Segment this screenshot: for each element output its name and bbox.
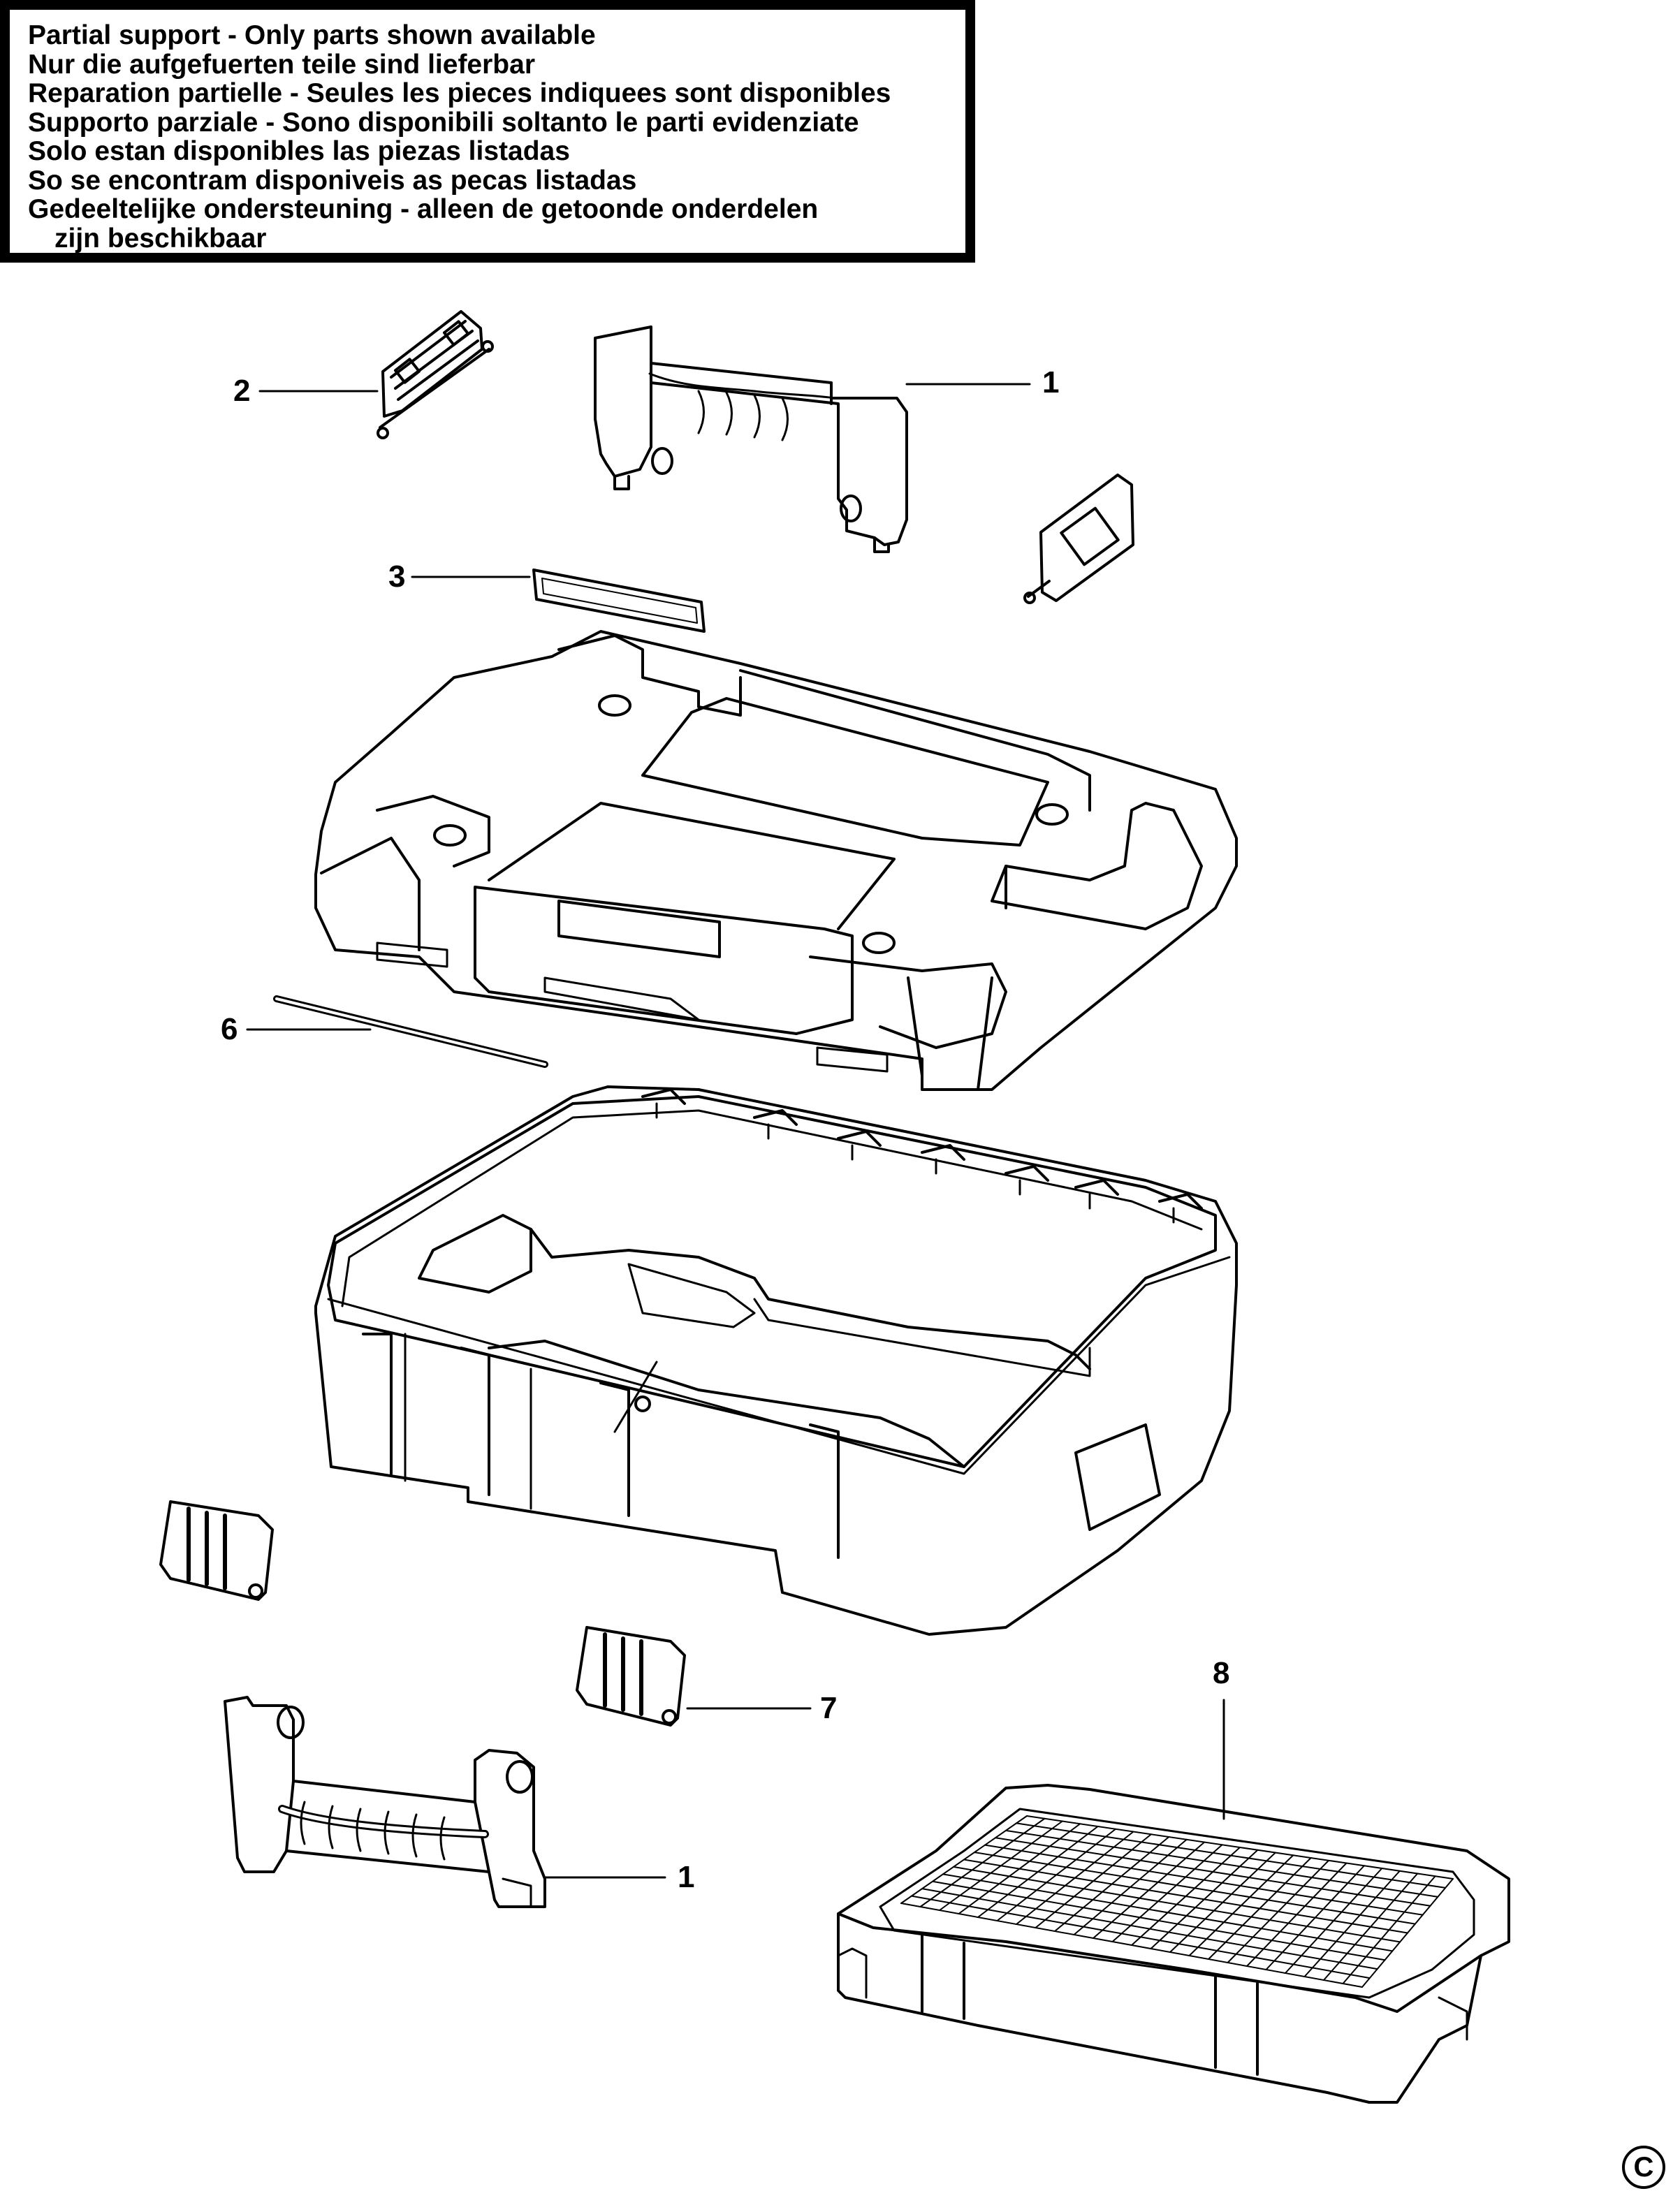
callout-3: 3 (388, 559, 405, 594)
part-hinge-clip-left[interactable] (377, 310, 494, 439)
notice-line-fr: Reparation partielle - Seules les pieces… (28, 78, 891, 108)
callout-7: 7 (820, 1691, 837, 1725)
part-handle-top[interactable] (594, 325, 908, 553)
callout-6: 6 (221, 1012, 238, 1046)
callout-1-bottom: 1 (678, 1860, 694, 1894)
part-hinge-clip-right[interactable] (1023, 474, 1134, 604)
part-handle-bottom[interactable] (224, 1696, 546, 1908)
part-base-tray (314, 1085, 1238, 1636)
notice-line-nl: Gedeeltelijke ondersteuning - alleen de … (28, 194, 819, 224)
part-grid-insert-cells (900, 1815, 1454, 1988)
part-latch-left[interactable] (159, 1500, 274, 1601)
partial-support-notice: Partial support - Only parts shown avail… (0, 0, 975, 263)
part-lid (314, 630, 1238, 1091)
notice-line-de: Nur die aufgefuerten teile sind lieferba… (28, 49, 535, 80)
callout-1-top: 1 (1042, 365, 1059, 400)
notice-line-nl-cont: zijn beschikbaar (54, 223, 267, 254)
copyright-symbol: C (1622, 2146, 1665, 2189)
part-grid-insert[interactable] (837, 1784, 1510, 2104)
notice-line-pt: So se encontram disponiveis as pecas lis… (28, 165, 637, 196)
callout-8: 8 (1213, 1656, 1229, 1690)
notice-line-en: Partial support - Only parts shown avail… (28, 20, 596, 50)
notice-line-it: Supporto parziale - Sono disponibili sol… (28, 107, 859, 138)
notice-line-es: Solo estan disponibles las piezas listad… (28, 136, 570, 166)
part-label-plate[interactable] (532, 569, 706, 633)
part-latch[interactable] (576, 1626, 686, 1727)
callout-2: 2 (233, 374, 250, 408)
